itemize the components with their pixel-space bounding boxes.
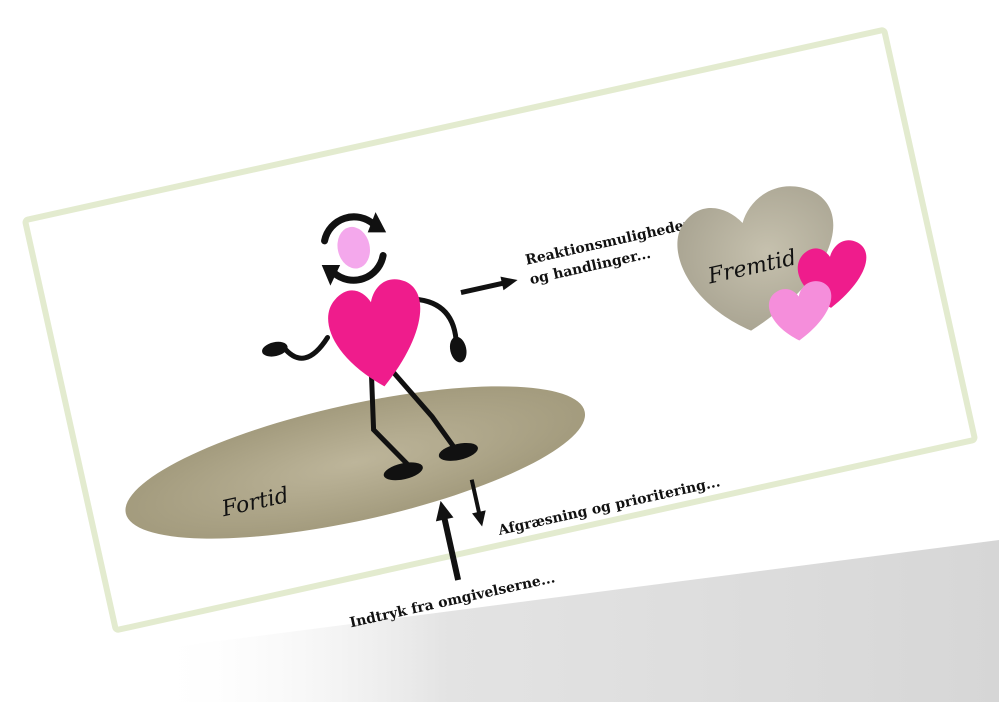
card-frame: [25, 30, 975, 631]
